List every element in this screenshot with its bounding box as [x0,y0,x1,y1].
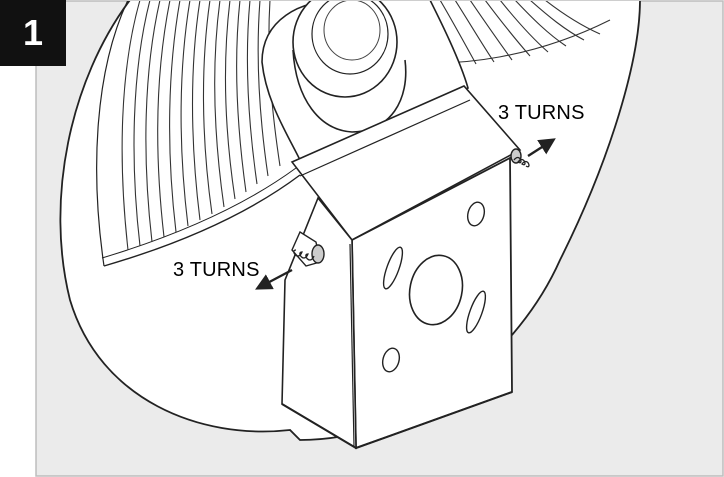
arrow-left [255,268,293,290]
cylinder-boss-ring [323,1,381,61]
bracket-top-flange [290,85,522,242]
set-screw-right [510,148,522,164]
dish-lower-rim-2 [101,167,297,259]
rotation-spiral-left [293,249,315,261]
cooling-fins-left [121,1,281,251]
dish-lower-rim [103,174,301,267]
step-number-badge: 1 [0,0,66,66]
arrow-right [527,138,556,158]
turns-label-left: 3 TURNS [173,259,260,281]
cylinder-boss-body [292,49,407,133]
bracket-slots [381,201,487,373]
set-screw-left [291,230,325,267]
rotation-spiral-right [513,156,530,168]
bracket-fold-line [349,243,355,447]
bracket-flange-edge [299,99,471,177]
cylinder-boss-inner [311,1,389,75]
bracket-center-hole [408,254,464,326]
turns-label-right: 3 TURNS [498,102,585,124]
bracket-bottom-edge [281,391,513,450]
dish-inner-rim [96,1,129,267]
